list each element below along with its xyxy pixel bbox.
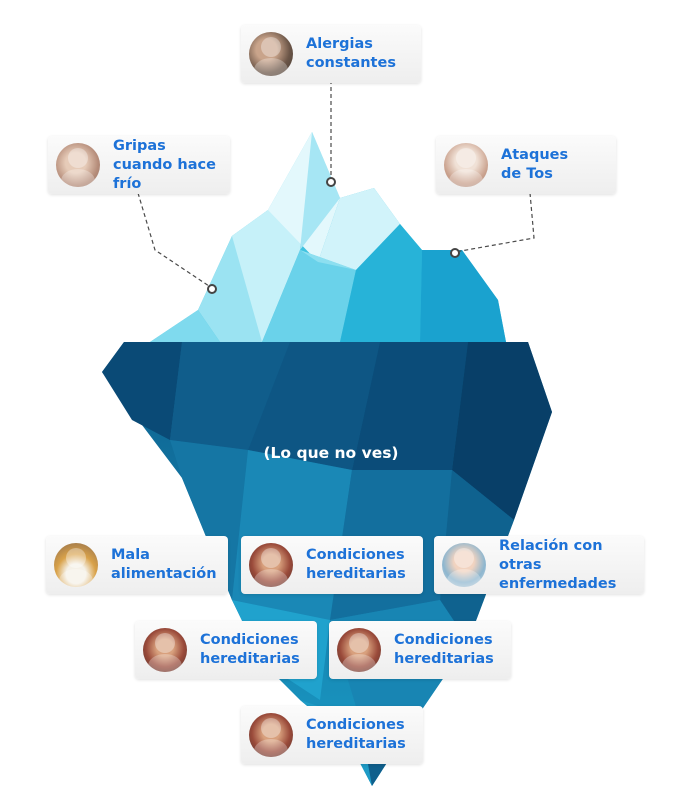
symptom-label: Alergias constantes [306, 36, 396, 71]
family-photo-icon [249, 543, 293, 587]
cause-label: Condiciones hereditarias [200, 632, 300, 667]
cause-label: Relación con otras enfermedades [499, 537, 617, 592]
cause-label: Condiciones hereditarias [394, 632, 494, 667]
person-sneezing-photo-icon [249, 32, 293, 76]
cause-label: Mala alimentación [111, 547, 217, 582]
hidden-part-label: (Lo que no ves) [263, 444, 398, 462]
cause-card-hereditarias-2: Condiciones hereditarias [135, 621, 317, 679]
sick-child-photo-icon [56, 143, 100, 187]
symptom-card-tos: Ataques de Tos [436, 136, 616, 194]
child-coughing-photo-icon [444, 143, 488, 187]
family-photo-icon [337, 628, 381, 672]
cause-card-alimentacion: Mala alimentación [46, 536, 228, 594]
connector-gripas [137, 192, 213, 289]
symptom-card-alergias: Alergias constantes [241, 25, 421, 83]
cause-label: Condiciones hereditarias [306, 717, 406, 752]
connector-dots [207, 177, 460, 294]
family-photo-icon [143, 628, 187, 672]
cause-card-hereditarias-3: Condiciones hereditarias [329, 621, 511, 679]
cause-card-relacion: Relación con otras enfermedades [434, 536, 644, 594]
iceberg-tip [150, 132, 506, 342]
child-eating-photo-icon [54, 543, 98, 587]
family-photo-icon [249, 713, 293, 757]
cause-label: Condiciones hereditarias [306, 547, 406, 582]
cause-card-hereditarias-1: Condiciones hereditarias [241, 536, 423, 594]
child-inhaler-photo-icon [442, 543, 486, 587]
connector-tos [454, 192, 535, 253]
cause-card-hereditarias-4: Condiciones hereditarias [241, 706, 423, 764]
connector-dot-alergias [326, 177, 336, 187]
connector-dot-gripas [207, 284, 217, 294]
symptom-label: Ataques de Tos [501, 147, 569, 182]
symptom-card-gripas: Gripas cuando hace frío [48, 136, 230, 194]
symptom-label: Gripas cuando hace frío [113, 137, 216, 192]
connector-dot-tos [450, 248, 460, 258]
connector-lines [137, 80, 535, 289]
